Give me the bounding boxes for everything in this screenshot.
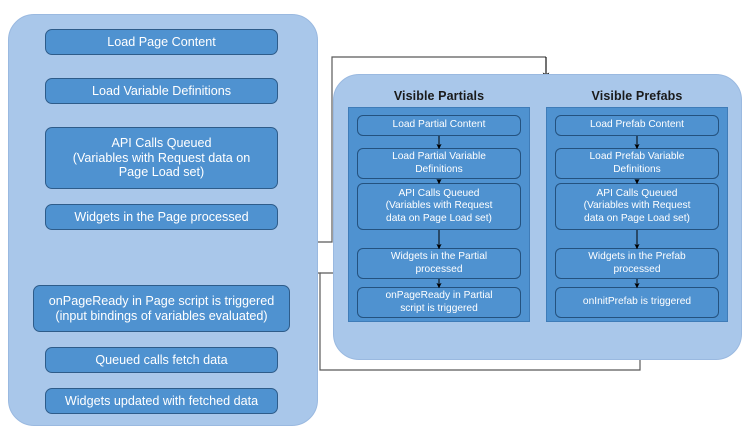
node-label: onPageReady in Partial script is trigger…	[385, 290, 493, 314]
node-oninitprefab: onInitPrefab is triggered	[555, 287, 719, 318]
node-label: Widgets in the Partial processed	[390, 251, 488, 275]
node-queued-calls-fetch-data: Queued calls fetch data	[45, 347, 278, 373]
visible-partials-title: Visible Partials	[393, 89, 485, 103]
node-onpageready-page: onPageReady in Page script is triggered …	[33, 285, 290, 332]
node-label: Widgets in the Prefab processed	[588, 251, 686, 275]
node-load-partial-content: Load Partial Content	[357, 115, 521, 136]
node-label: Widgets in the Page processed	[74, 209, 249, 224]
node-load-page-content: Load Page Content	[45, 29, 278, 55]
node-load-variable-definitions: Load Variable Definitions	[45, 78, 278, 104]
node-api-calls-queued-prefab: API Calls Queued (Variables with Request…	[555, 183, 719, 230]
node-label: Load Partial Variable Definitions	[392, 151, 486, 175]
node-label: onInitPrefab is triggered	[582, 296, 692, 308]
node-label: API Calls Queued (Variables with Request…	[583, 188, 691, 224]
node-label: Load Page Content	[107, 34, 216, 49]
node-load-prefab-variable-definitions: Load Prefab Variable Definitions	[555, 148, 719, 179]
visible-prefabs-title: Visible Prefabs	[591, 89, 683, 103]
node-label: Widgets updated with fetched data	[64, 393, 259, 408]
node-widgets-updated-fetched-data: Widgets updated with fetched data	[45, 388, 278, 414]
node-api-calls-queued-page: API Calls Queued (Variables with Request…	[45, 127, 278, 189]
node-load-partial-variable-definitions: Load Partial Variable Definitions	[357, 148, 521, 179]
node-label: Load Prefab Variable Definitions	[589, 151, 685, 175]
node-label: onPageReady in Page script is triggered …	[48, 293, 275, 323]
node-label: Load Partial Content	[392, 119, 486, 131]
node-onpageready-partial: onPageReady in Partial script is trigger…	[357, 287, 521, 318]
node-label: Load Variable Definitions	[91, 83, 232, 98]
node-api-calls-queued-partial: API Calls Queued (Variables with Request…	[357, 183, 521, 230]
node-load-prefab-content: Load Prefab Content	[555, 115, 719, 136]
node-widgets-in-partial-processed: Widgets in the Partial processed	[357, 248, 521, 279]
node-widgets-in-page-processed: Widgets in the Page processed	[45, 204, 278, 230]
node-label: API Calls Queued (Variables with Request…	[385, 188, 493, 224]
node-label: Load Prefab Content	[589, 119, 685, 131]
node-label: API Calls Queued (Variables with Request…	[72, 135, 251, 180]
node-widgets-in-prefab-processed: Widgets in the Prefab processed	[555, 248, 719, 279]
node-label: Queued calls fetch data	[95, 352, 228, 367]
